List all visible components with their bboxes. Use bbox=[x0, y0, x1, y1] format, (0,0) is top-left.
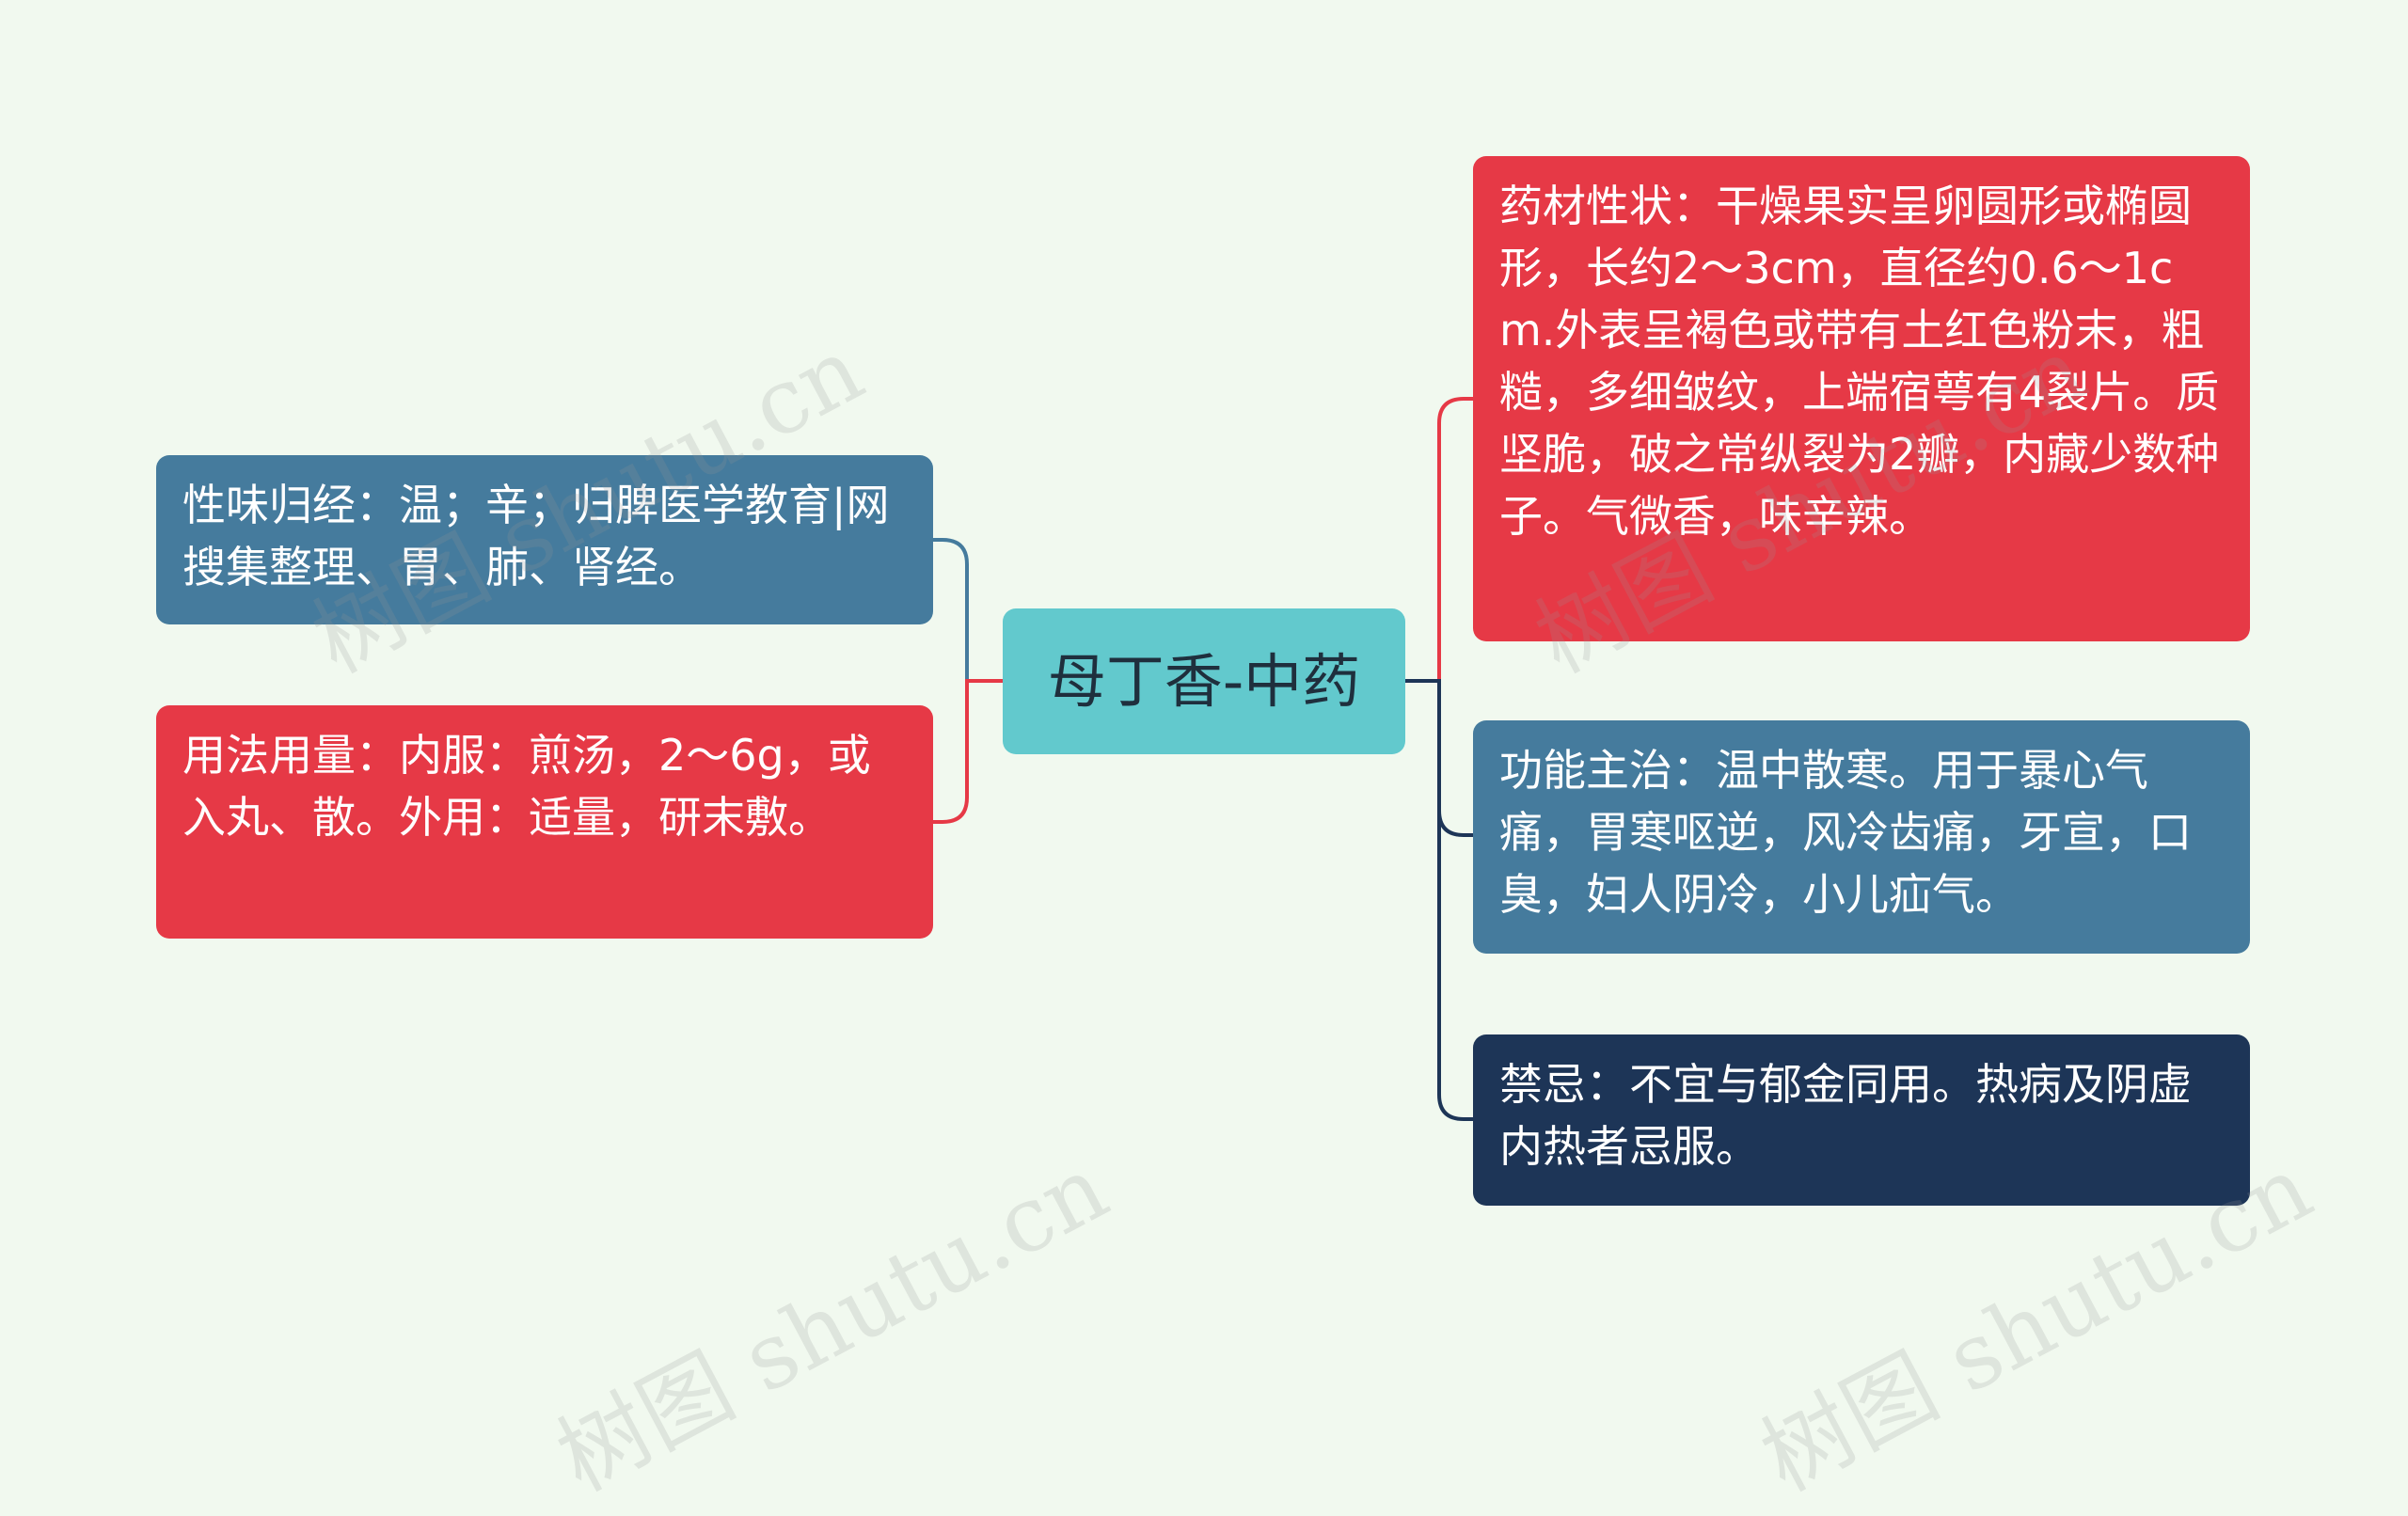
topic-nature-meridian-text: 性味归经：温；辛；归脾医学教育|网搜集整理、胃、肺、肾经。 bbox=[182, 480, 890, 592]
connector-properties bbox=[1405, 397, 1473, 683]
topic-usage-dosage-text: 用法用量：内服：煎汤，2～6g，或入丸、散。外用：适量，研末敷。 bbox=[182, 730, 871, 843]
connector-nature bbox=[933, 538, 1003, 683]
topic-herb-properties[interactable]: 药材性状：干燥果实呈卵圆形或椭圆形，长约2～3cm，直径约0.6～1cm.外表呈… bbox=[1473, 156, 2250, 641]
mind-map-canvas: 母丁香-中药 性味归经：温；辛；归脾医学教育|网搜集整理、胃、肺、肾经。 用法用… bbox=[156, 156, 2328, 1511]
connector-usage bbox=[933, 679, 1003, 824]
topic-usage-dosage[interactable]: 用法用量：内服：煎汤，2～6g，或入丸、散。外用：适量，研末敷。 bbox=[156, 705, 933, 939]
connector-taboo bbox=[1405, 679, 1473, 1121]
topic-functions-indications[interactable]: 功能主治：温中散寒。用于暴心气痛，胃寒呕逆，风冷齿痛，牙宣，口臭，妇人阴冷，小儿… bbox=[1473, 720, 2250, 954]
central-topic[interactable]: 母丁香-中药 bbox=[1003, 608, 1405, 754]
connector-lines bbox=[933, 397, 1473, 1121]
topic-contraindications-text: 禁忌：不宜与郁金同用。热病及阴虚内热者忌服。 bbox=[1499, 1059, 2192, 1172]
topic-herb-properties-text: 药材性状：干燥果实呈卵圆形或椭圆形，长约2～3cm，直径约0.6～1cm.外表呈… bbox=[1499, 181, 2220, 542]
topic-nature-meridian[interactable]: 性味归经：温；辛；归脾医学教育|网搜集整理、胃、肺、肾经。 bbox=[156, 455, 933, 624]
topic-functions-indications-text: 功能主治：温中散寒。用于暴心气痛，胃寒呕逆，风冷齿痛，牙宣，口臭，妇人阴冷，小儿… bbox=[1499, 745, 2192, 920]
topic-contraindications[interactable]: 禁忌：不宜与郁金同用。热病及阴虚内热者忌服。 bbox=[1473, 1034, 2250, 1206]
